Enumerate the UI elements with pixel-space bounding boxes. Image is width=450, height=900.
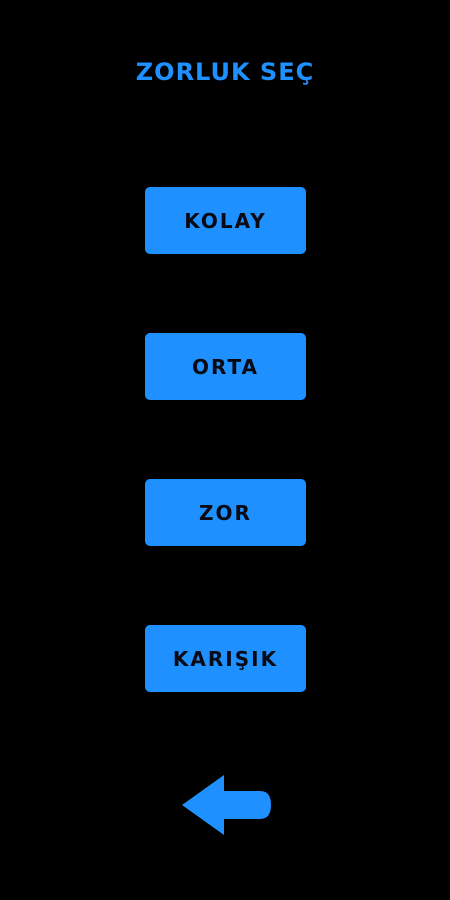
- hard-button[interactable]: ZOR: [145, 479, 306, 546]
- hard-button-label: ZOR: [199, 500, 252, 525]
- page-title: ZORLUK SEÇ: [135, 58, 315, 86]
- medium-button-label: ORTA: [191, 354, 260, 379]
- easy-button-label: KOLAY: [184, 208, 267, 233]
- mixed-button[interactable]: KARIŞIK: [145, 625, 306, 692]
- easy-button[interactable]: KOLAY: [145, 187, 306, 254]
- back-button[interactable]: [180, 774, 272, 836]
- arrow-left-icon: [182, 775, 271, 835]
- medium-button[interactable]: ORTA: [145, 333, 306, 400]
- mixed-button-label: KARIŞIK: [172, 646, 279, 671]
